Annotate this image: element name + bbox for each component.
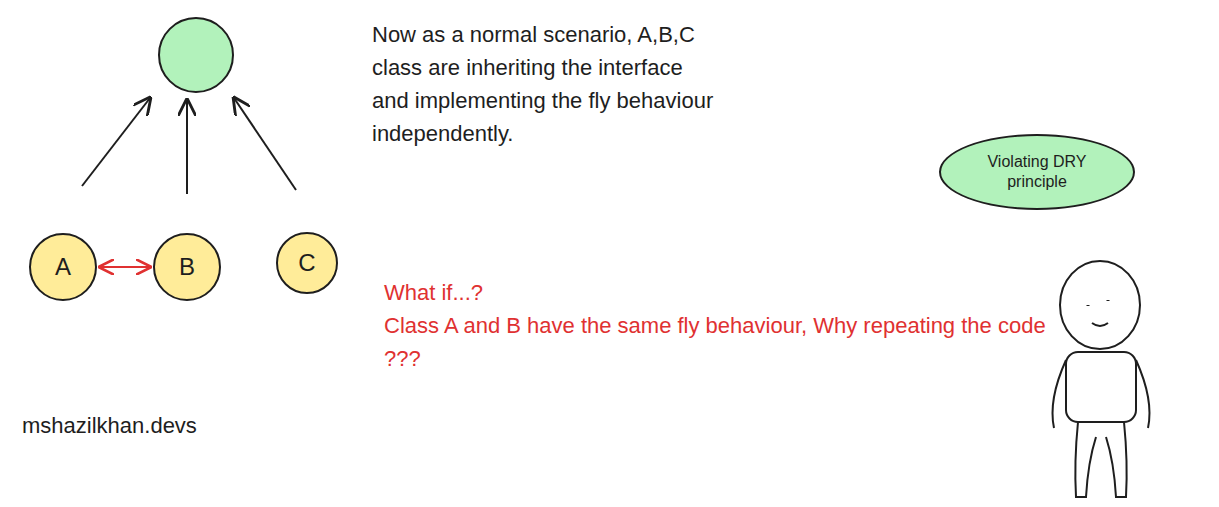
relation-arrow bbox=[100, 266, 150, 268]
stick-figure bbox=[1053, 261, 1150, 497]
class-circle: C bbox=[276, 232, 338, 294]
description-note: Now as a normal scenario, A,B,C class ar… bbox=[372, 18, 722, 150]
inherit-arrow bbox=[82, 98, 150, 186]
class-circle: B bbox=[153, 233, 221, 301]
question-note: Class A and B have the same fly behaviou… bbox=[384, 309, 1064, 375]
interface-circle bbox=[159, 18, 233, 92]
node-text: Violating DRY principle bbox=[977, 152, 1097, 192]
node-text: B bbox=[179, 253, 195, 281]
watermark: mshazilkhan.devs bbox=[22, 412, 322, 441]
inherit-arrow bbox=[186, 100, 188, 194]
node-text: C bbox=[298, 249, 315, 277]
node-text: A bbox=[55, 253, 71, 281]
class-circle: A bbox=[29, 233, 97, 301]
inherit-arrow bbox=[234, 98, 296, 190]
question-note: What if...? bbox=[384, 276, 784, 309]
speech-bubble: Violating DRY principle bbox=[939, 134, 1135, 210]
